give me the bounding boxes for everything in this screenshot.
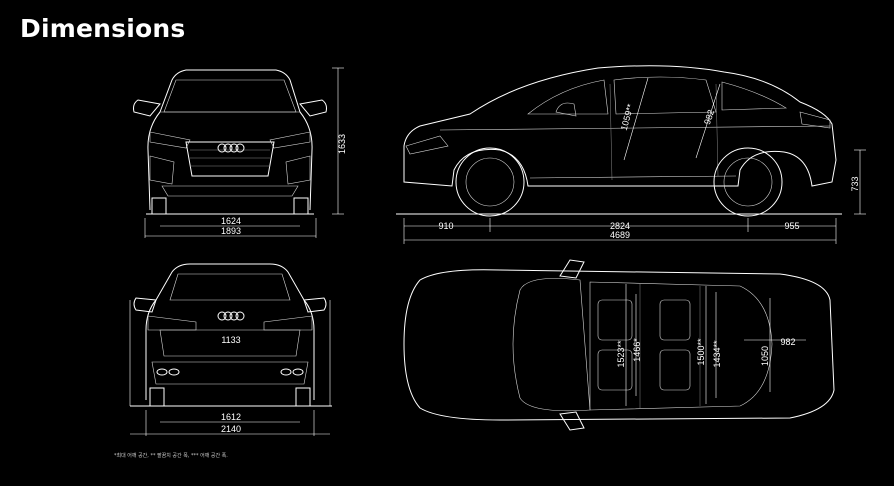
exhaust-right-icon <box>280 368 304 376</box>
side-length-label: 4689 <box>610 230 630 240</box>
rear-width-label: 2140 <box>221 424 241 434</box>
rear-track-label: 1612 <box>221 412 241 422</box>
top-view: 1523** 1466* 1500** 1434** 982 1050 <box>403 259 835 431</box>
side-front-overhang-label: 910 <box>438 221 453 231</box>
front-track-label: 1624 <box>221 216 241 226</box>
audi-rings-front-icon <box>217 143 245 153</box>
top-front-shoulder-label: 1523** <box>616 340 626 368</box>
front-view: 1633 1624 1893 <box>133 67 347 238</box>
side-rear-height-label: 733 <box>850 176 860 191</box>
side-headroom-front-label: 1059** <box>619 102 636 131</box>
rear-center-label: 1133 <box>221 335 240 345</box>
top-rear-shoulder-label: 1500** <box>696 338 706 366</box>
exhaust-left-icon <box>156 368 180 376</box>
rear-view: 1133 1612 2140 <box>129 263 332 436</box>
side-rear-overhang-label: 955 <box>784 221 799 231</box>
top-trunk-length-label: 982 <box>780 337 795 347</box>
front-width-label: 1893 <box>221 226 241 236</box>
top-rear-elbow-label: 1434** <box>712 340 722 368</box>
page-title: Dimensions <box>20 14 186 43</box>
audi-rings-rear-icon <box>217 311 245 321</box>
front-height-label: 1633 <box>337 134 347 154</box>
footnote: *최대 어깨 공간, ** 팔꿈치 공간 폭, *** 어깨 공간 폭. <box>114 453 228 459</box>
top-front-elbow-label: 1466* <box>632 338 642 362</box>
side-wheelbase-label: 2824 <box>610 221 630 231</box>
side-headroom-rear-label: 982 <box>702 108 716 125</box>
top-trunk-width-label: 1050 <box>760 346 770 366</box>
side-view: 1059** 982 733 910 2824 955 4689 <box>396 65 866 244</box>
